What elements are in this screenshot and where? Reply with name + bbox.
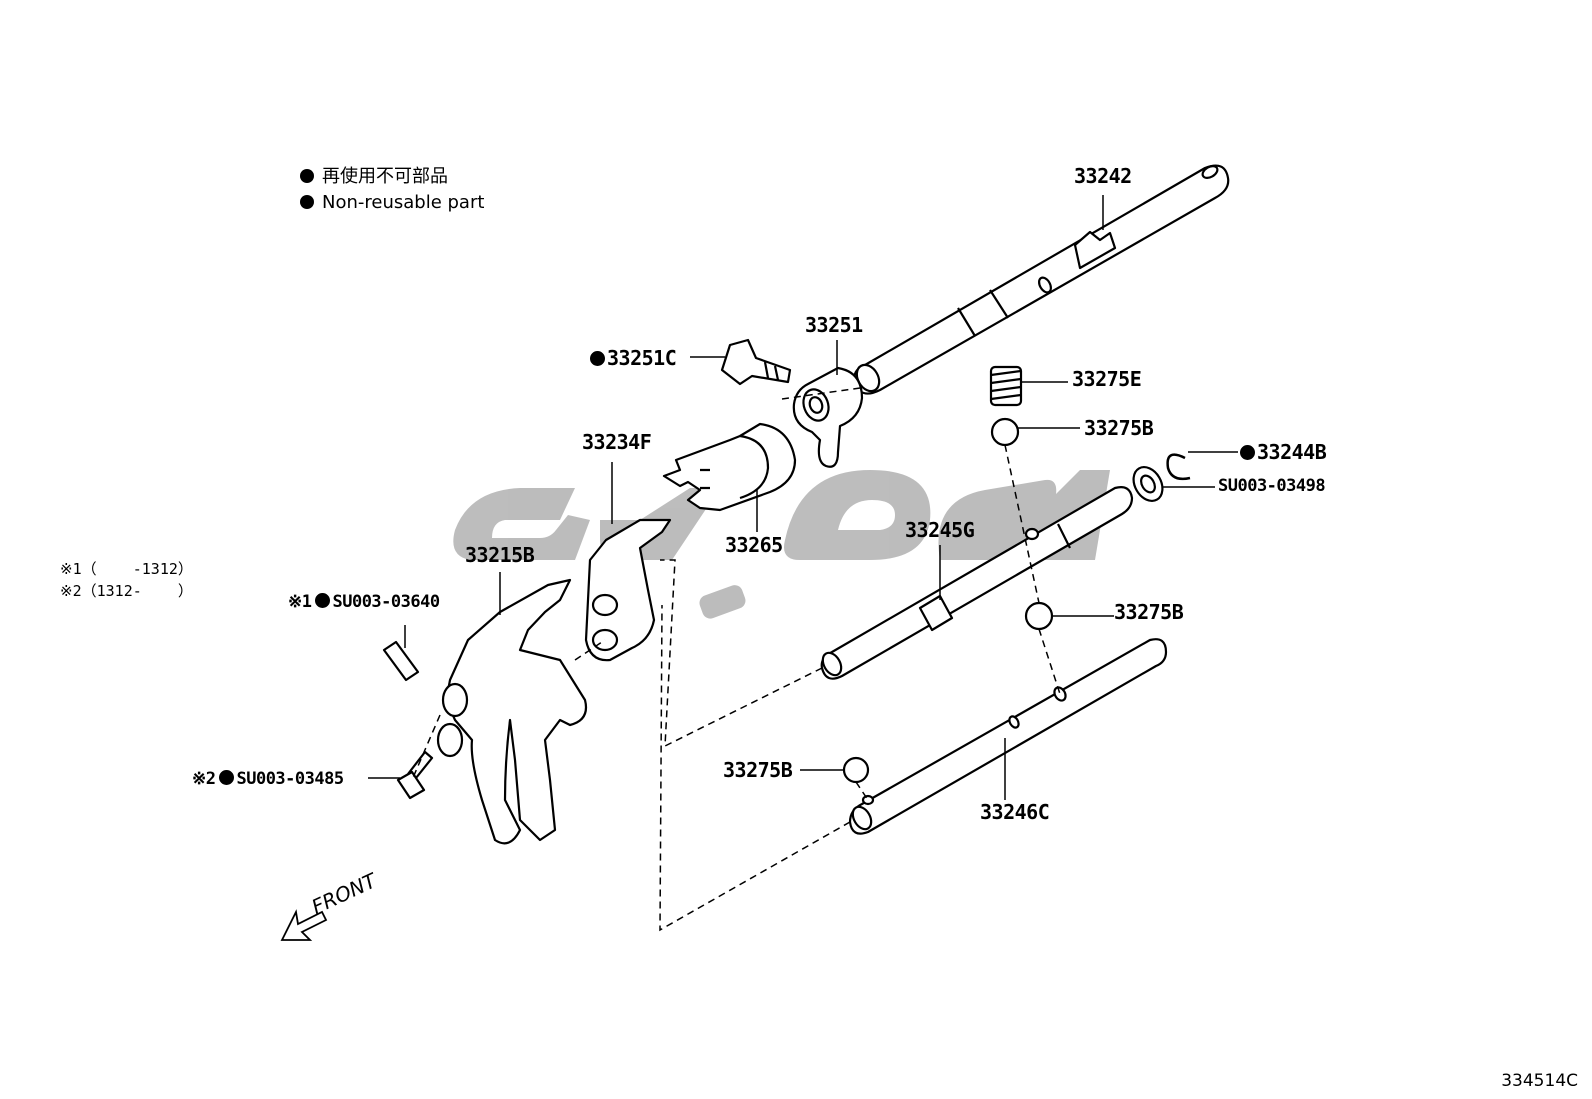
bracket-33234F [584,518,672,662]
pin-su003-03640 [382,640,420,682]
ball-33275B-2 [1024,601,1054,631]
legend-item-japanese: 再使用不可部品 [300,168,448,186]
label-33245G[interactable]: 33245G [905,518,975,542]
label-su003-03498[interactable]: SU003-03498 [1218,476,1326,496]
label-33275B-2[interactable]: 33275B [1114,600,1184,624]
part-outlines [382,164,1230,845]
label-33246C[interactable]: 33246C [980,800,1050,824]
label-33215B[interactable]: 33215B [465,543,535,567]
label-33242[interactable]: 33242 [1074,164,1132,188]
label-33244B[interactable]: 33244B [1240,442,1327,462]
label-33275E[interactable]: 33275E [1072,367,1142,391]
bolt-33251C [720,338,792,386]
non-reusable-dot-icon [1240,445,1255,460]
non-reusable-dot-icon [590,351,605,366]
alignment-lines [411,387,1061,932]
front-arrow-icon [280,909,328,941]
note-1: ※1（ -1312） [60,560,193,578]
ball-33275B-3 [842,756,870,784]
bullet-icon [300,169,314,183]
spring-33275E [989,365,1023,407]
diagram-id: 334514C [1501,1071,1578,1091]
leader-lines [368,195,1238,800]
fork-33215B [447,578,588,845]
label-33275B-1[interactable]: 33275B [1084,416,1154,440]
legend-item-english: Non-reusable part [300,194,484,212]
non-reusable-dot-icon [315,593,331,608]
label-33251C[interactable]: 33251C [590,348,677,368]
bolt-su003-03485 [396,750,434,800]
shaft-33246C [848,638,1168,835]
bullet-icon [300,195,314,209]
clamp-33251 [792,366,864,468]
non-reusable-dot-icon [219,770,235,785]
ball-33275B-1 [990,417,1020,447]
label-33251[interactable]: 33251 [805,313,863,337]
clip-33244B [1166,453,1191,481]
label-33265[interactable]: 33265 [725,533,783,557]
sleeve-33265 [662,422,797,512]
note-2: ※2（1312- ） [60,582,193,600]
label-33275B-3[interactable]: 33275B [723,758,793,782]
shaft-33245G [820,486,1134,680]
label-33234F[interactable]: 33234F [582,430,652,454]
